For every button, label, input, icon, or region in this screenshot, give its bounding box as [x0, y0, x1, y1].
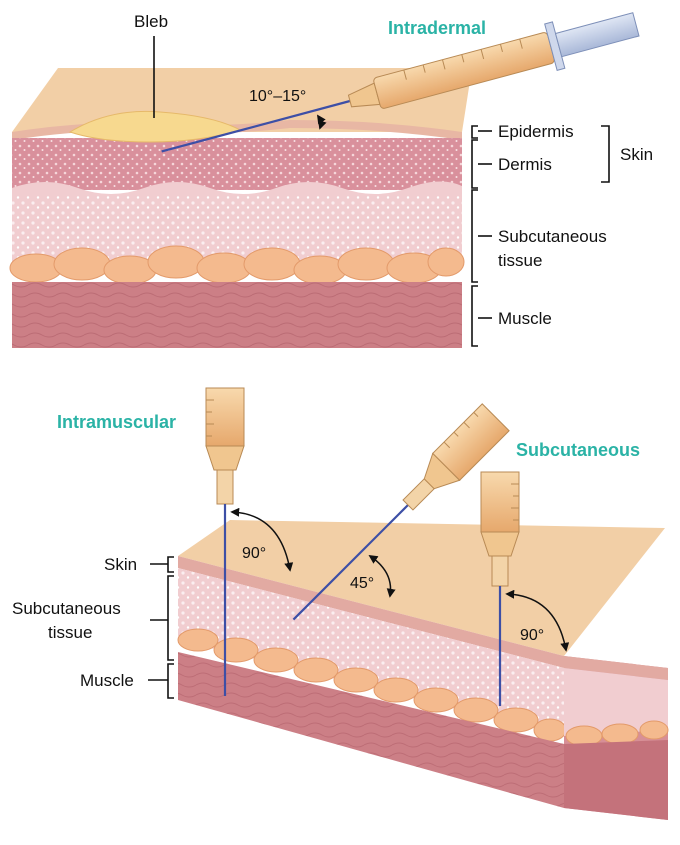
subcutaneous-90-syringe: [480, 471, 520, 706]
intradermal-title: Intradermal: [388, 18, 486, 38]
label-muscle-bottom: Muscle: [80, 671, 134, 690]
label-subcutaneous-bottom-2: tissue: [48, 623, 92, 642]
intramuscular-title: Intramuscular: [57, 412, 176, 432]
label-skin-bottom: Skin: [104, 555, 137, 574]
label-subcutaneous-top-2: tissue: [498, 251, 542, 270]
fat-lobules-bottom: [177, 628, 567, 742]
label-subcutaneous-top-1: Subcutaneous: [498, 227, 607, 246]
sc-90-angle-label: 90°: [520, 627, 544, 644]
subcutaneous-45-syringe: [292, 403, 510, 621]
sc-45-angle-label: 45°: [350, 575, 374, 592]
bleb-label: Bleb: [134, 12, 168, 31]
label-skin: Skin: [620, 145, 653, 164]
fat-lobules: [9, 245, 465, 285]
intradermal-panel: Bleb Intradermal 10°–15° Epidermis: [9, 12, 653, 348]
label-subcutaneous-bottom-1: Subcutaneous: [12, 599, 121, 618]
label-dermis: Dermis: [498, 155, 552, 174]
im-angle-label: 90°: [242, 545, 266, 562]
im-sc-panel: Intramuscular Subcutaneous 90°: [12, 387, 669, 820]
subcutaneous-title: Subcutaneous: [516, 440, 640, 460]
intradermal-syringe: [161, 12, 640, 153]
skin-layer: [178, 556, 564, 668]
intradermal-angle-label: 10°–15°: [249, 88, 306, 105]
label-muscle-top: Muscle: [498, 309, 552, 328]
label-epidermis: Epidermis: [498, 122, 574, 141]
intramuscular-syringe: [205, 387, 245, 696]
